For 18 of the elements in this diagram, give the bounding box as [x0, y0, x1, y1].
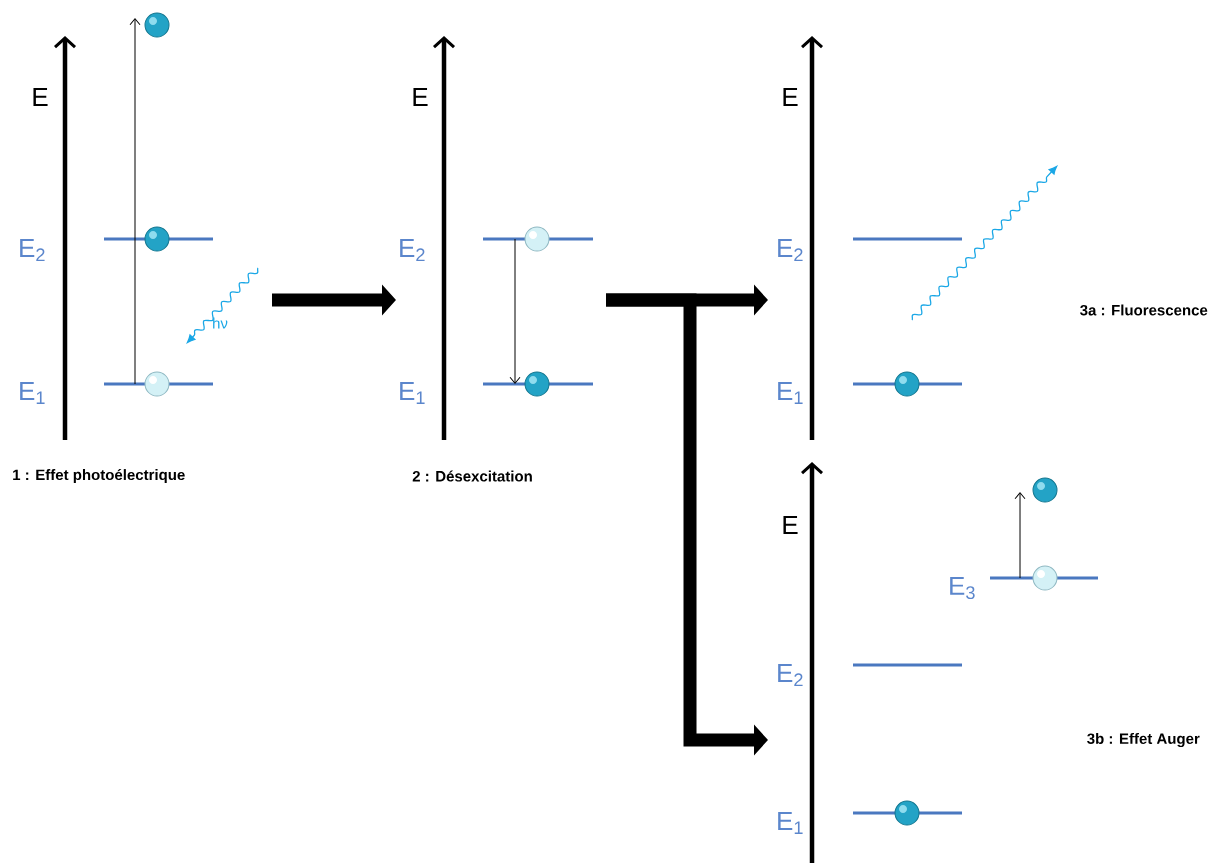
panel-title: 3b : Effet Auger — [1087, 733, 1200, 748]
panel-title: 2 : Désexcitation — [412, 470, 532, 482]
level-label: E$_{2}$ — [778, 664, 803, 686]
level-label: E$_{1}$ — [400, 382, 425, 404]
axis-label: E — [413, 88, 428, 106]
level-label: E$_{3}$ — [950, 576, 975, 600]
photon-label: hν — [213, 317, 228, 329]
level-label: E$_{2}$ — [778, 239, 803, 261]
panel-title: 3a : Fluorescence — [1080, 304, 1208, 316]
axis-label: E — [783, 88, 798, 106]
axis-label: E — [783, 516, 798, 534]
panel-title: 1 : Effet photoélectrique — [13, 468, 185, 484]
level-label: E$_{1}$ — [778, 812, 803, 834]
axis-label: E — [33, 88, 48, 106]
level-label: E$_{2}$ — [400, 239, 425, 261]
level-label: E$_{1}$ — [778, 382, 803, 404]
level-label: E$_{2}$ — [20, 239, 45, 261]
level-label: E$_{1}$ — [20, 382, 45, 404]
